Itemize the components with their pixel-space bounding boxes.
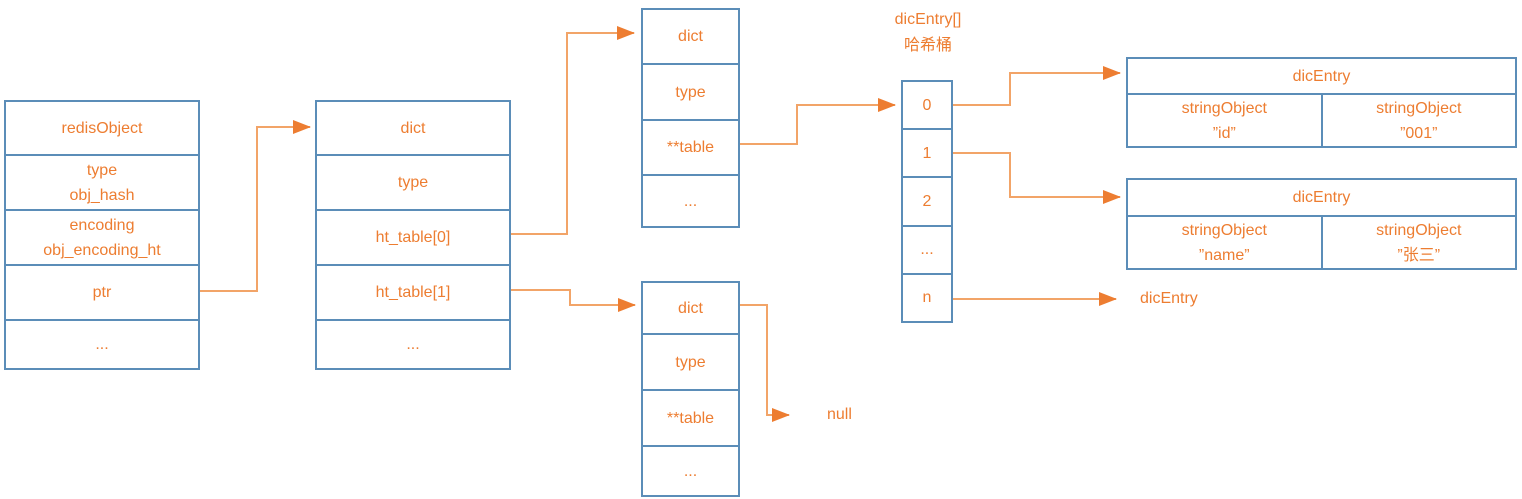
hash-bucket-array: 0 1 2 ... n [901,80,953,323]
dict-ht0-row-type: type [643,63,738,119]
dict-ht1-box: dict type **table ... [641,281,740,497]
dict-main-row-ht0: ht_table[0] [317,209,509,264]
dict-ht0-box: dict type **table ... [641,8,740,228]
redis-object-row-encoding: encoding obj_encoding_ht [6,209,198,264]
arrow-httable0-to-dict [511,26,635,235]
dict-ht1-row-table: **table [643,389,738,445]
dicentry-id-key: stringObject ”id” [1181,99,1267,142]
bucket-cell-n: n [903,272,951,321]
bucket-cell-2: 2 [903,176,951,224]
bucket-cell-0: 0 [922,96,932,114]
dicentry-id-header: dicEntry [1292,67,1351,85]
arrow-httable1-to-dict [511,289,636,312]
arrow-bucket1-to-entry-name [953,152,1121,204]
arrow-table-to-bucket [740,98,896,145]
dict-ht1-row-more: ... [643,445,738,495]
dicentry-id-box: dicEntry stringObject ”id” stringObject … [1126,57,1517,148]
redis-object-row-type: type obj_hash [6,154,198,209]
dict-ht0-row-table: **table [643,119,738,174]
dict-main-row-ht1: ht_table[1] [317,264,509,319]
redis-object-box: redisObject type obj_hash encoding obj_e… [4,100,200,370]
dicentry-name-header: dicEntry [1292,189,1351,206]
redis-object-header: redisObject [61,119,143,137]
dict-ht0-header: dict [678,28,703,45]
dict-ht1-row-type: type [643,333,738,389]
arrow-dict-to-null [740,304,790,422]
bucket-cell-1: 1 [903,128,951,176]
dict-ht1-header: dict [678,299,703,317]
arrow-bucket0-to-entry-id [953,66,1121,106]
dicentry-name-box: dicEntry stringObject ”name” stringObjec… [1126,178,1517,270]
dict-main-box: dict type ht_table[0] ht_table[1] ... [315,100,511,370]
dicentry-name-key: stringObject ”name” [1181,221,1267,264]
dicentry-n-label: dicEntry [1140,290,1198,307]
dicentry-name-value: stringObject ”张三” [1320,217,1516,268]
null-label: null [827,406,852,423]
redis-object-row-ptr: ptr [6,264,198,319]
bucket-cell-ellipsis: ... [903,224,951,273]
redis-object-row-more: ... [6,319,198,368]
dict-main-row-type: type [317,154,509,209]
dict-main-row-more: ... [317,319,509,368]
dict-ht0-row-more: ... [643,174,738,226]
arrow-ptr-to-dict [200,120,311,292]
dict-main-header: dict [400,119,426,137]
dicentry-id-value: stringObject ”001” [1320,95,1516,146]
bucket-label: dicEntry[] 哈希桶 [894,11,962,54]
